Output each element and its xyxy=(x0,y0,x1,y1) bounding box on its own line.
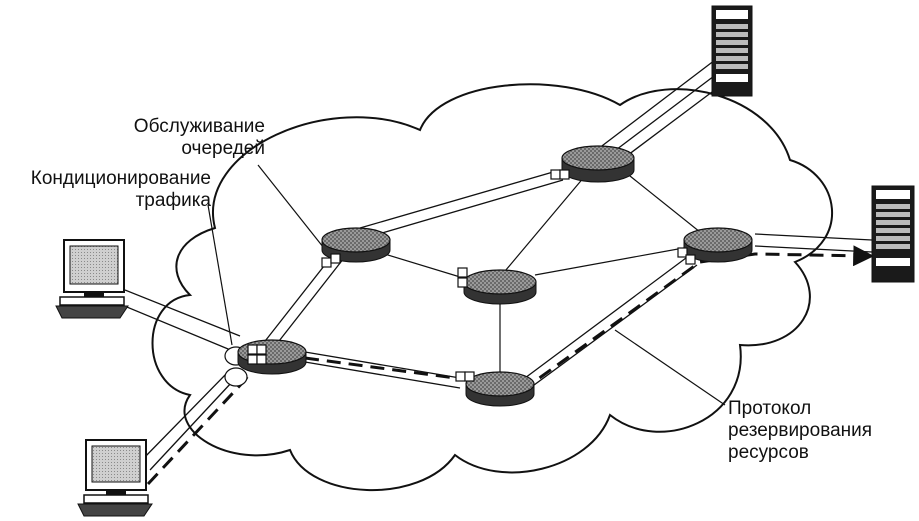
queue-boxes xyxy=(247,169,696,382)
queue-service-label: Обслуживание очередей xyxy=(133,116,265,159)
computer-bottom xyxy=(77,439,153,517)
router-middle xyxy=(463,269,537,305)
router-bottom xyxy=(465,371,535,407)
traffic-conditioning-label: Кондиционирование трафика xyxy=(30,168,211,211)
server-right xyxy=(871,185,915,283)
server-top xyxy=(711,5,753,97)
router-right xyxy=(683,227,753,263)
resource-reservation-label: Протокол резервирования ресурсов xyxy=(728,398,873,463)
topology-lines xyxy=(354,167,711,375)
conditioning-oval-2 xyxy=(224,367,248,387)
router-top xyxy=(561,145,635,183)
computer-left xyxy=(55,239,129,319)
